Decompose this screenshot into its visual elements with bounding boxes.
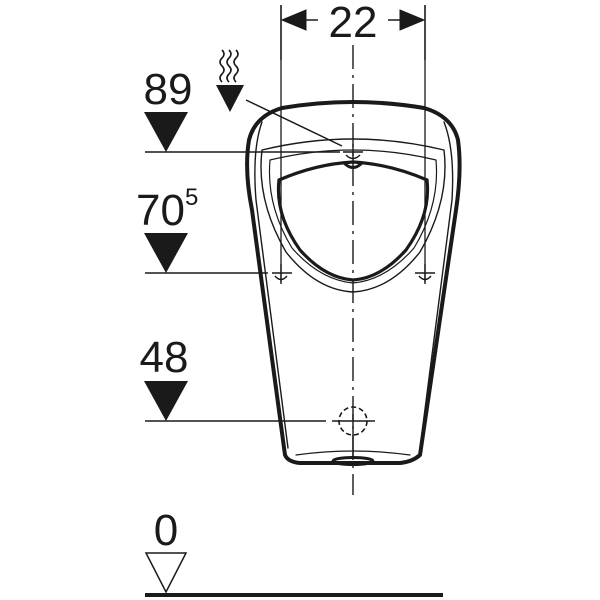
arrow-right-icon [399,9,426,31]
level-48-marker: 48 [140,333,375,460]
level-marker-filled-icon [144,381,188,421]
level-marker-open-icon [144,552,188,594]
drain-connection-symbol [332,406,375,460]
level-0-marker: 0 [144,506,443,597]
level-70-5-label: 705 [136,184,198,235]
level-89-label: 89 [144,65,193,114]
hot-water-icon [216,49,244,112]
fixing-point-right-symbol [415,264,435,284]
level-marker-filled-icon [144,112,188,152]
water-inlet-symbol [343,144,363,162]
arrow-left-icon [280,9,307,31]
level-0-label: 0 [154,506,178,555]
level-70-5-marker: 705 [136,184,435,284]
level-marker-filled-icon [144,233,188,273]
level-89-marker: 89 [144,65,363,162]
level-48-label: 48 [140,333,189,382]
width-dimension: 22 [280,0,426,60]
width-value: 22 [329,0,378,47]
fixing-axis-lines [280,60,426,282]
fixing-point-left-symbol [272,264,292,284]
